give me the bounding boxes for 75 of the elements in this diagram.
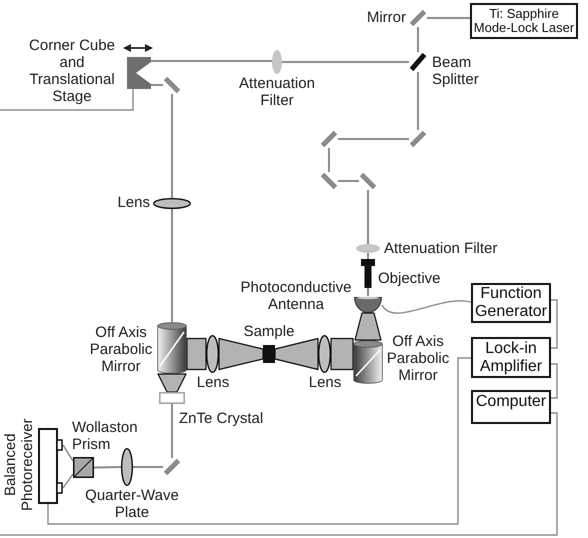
instrument-box: Computer bbox=[471, 390, 551, 424]
beam-splitter-icon bbox=[409, 52, 427, 72]
component-label: Quarter-Wave Plate bbox=[84, 487, 180, 521]
beam-line bbox=[338, 180, 359, 182]
prism-icon bbox=[73, 457, 94, 478]
beam-line bbox=[94, 466, 122, 468]
beam-line bbox=[62, 474, 74, 488]
mirror-icon bbox=[409, 9, 427, 27]
signal-wire bbox=[0, 412, 558, 536]
terahertz-beam bbox=[274, 338, 319, 370]
beam-line bbox=[328, 148, 330, 172]
component-label: Attenuation Filter bbox=[384, 240, 498, 257]
parabolic-mirror-icon bbox=[353, 340, 383, 384]
filter-icon bbox=[356, 244, 380, 253]
component-label: Photoconductive Antenna bbox=[240, 279, 352, 313]
signal-wire bbox=[0, 89, 134, 111]
component-label: Wollaston Prism bbox=[72, 419, 139, 453]
terahertz-beam bbox=[330, 338, 354, 370]
signal-wire bbox=[551, 363, 558, 399]
sample-icon bbox=[263, 345, 275, 363]
beam-line bbox=[171, 209, 173, 322]
parabolic-mirror-icon bbox=[157, 322, 187, 374]
lens-icon bbox=[153, 198, 191, 209]
mirror-icon bbox=[409, 130, 427, 148]
objective-icon bbox=[361, 259, 375, 288]
crystal-icon bbox=[159, 392, 185, 404]
beam-line bbox=[367, 190, 369, 244]
terahertz-beam bbox=[354, 312, 382, 341]
antenna-icon bbox=[354, 296, 382, 313]
component-label: Mirror bbox=[366, 9, 406, 26]
beam-line bbox=[151, 60, 272, 62]
mirror-icon bbox=[163, 458, 181, 476]
component-label: Corner Cube and Translational Stage bbox=[28, 37, 116, 105]
signal-wire bbox=[47, 357, 471, 525]
component-label: Off Axis Parabolic Mirror bbox=[386, 333, 450, 384]
mirror-icon bbox=[163, 76, 181, 94]
instrument-box: Lock-in Amplifier bbox=[471, 337, 551, 378]
mirror-icon bbox=[320, 130, 338, 148]
instrument-box: Function Generator bbox=[471, 283, 551, 323]
filter-icon bbox=[272, 50, 282, 74]
beam-line bbox=[171, 94, 173, 198]
beam-line bbox=[367, 253, 369, 259]
beam-line bbox=[133, 466, 163, 468]
corner-cube-icon bbox=[127, 57, 151, 89]
beam-line bbox=[427, 17, 470, 19]
component-label: Sample bbox=[242, 323, 296, 340]
lens-icon bbox=[206, 335, 219, 373]
signal-wire bbox=[551, 299, 558, 349]
terahertz-beam bbox=[218, 338, 264, 370]
beam-line bbox=[171, 404, 173, 458]
beam-line bbox=[367, 288, 369, 296]
signal-wire bbox=[381, 300, 472, 314]
component-label: Off Axis Parabolic Mirror bbox=[88, 324, 154, 375]
mirror-icon bbox=[359, 172, 377, 190]
terahertz-beam bbox=[157, 373, 187, 393]
beam-line bbox=[417, 72, 419, 130]
photoreceiver-icon bbox=[38, 428, 63, 504]
component-label: Beam Splitter bbox=[432, 54, 480, 88]
instrument-box: Ti: Sapphire Mode-Lock Laser bbox=[470, 3, 578, 39]
wave-plate-icon bbox=[121, 448, 133, 486]
lens-icon bbox=[318, 335, 331, 373]
beam-line bbox=[338, 138, 409, 140]
beam-line bbox=[417, 27, 419, 52]
terahertz-beam bbox=[186, 338, 207, 370]
component-label: Lens bbox=[308, 374, 342, 391]
mirror-icon bbox=[320, 172, 338, 190]
beam-line bbox=[282, 61, 409, 63]
component-label: Lens bbox=[116, 194, 150, 211]
beam-line bbox=[151, 84, 163, 86]
component-label: Attenuation Filter bbox=[238, 75, 316, 109]
component-label: Balanced Photoreceiver bbox=[2, 418, 36, 514]
beam-line bbox=[62, 444, 74, 462]
component-label: Objective bbox=[378, 270, 442, 287]
component-label: Lens bbox=[196, 374, 230, 391]
component-label: ZnTe Crystal bbox=[179, 410, 264, 427]
